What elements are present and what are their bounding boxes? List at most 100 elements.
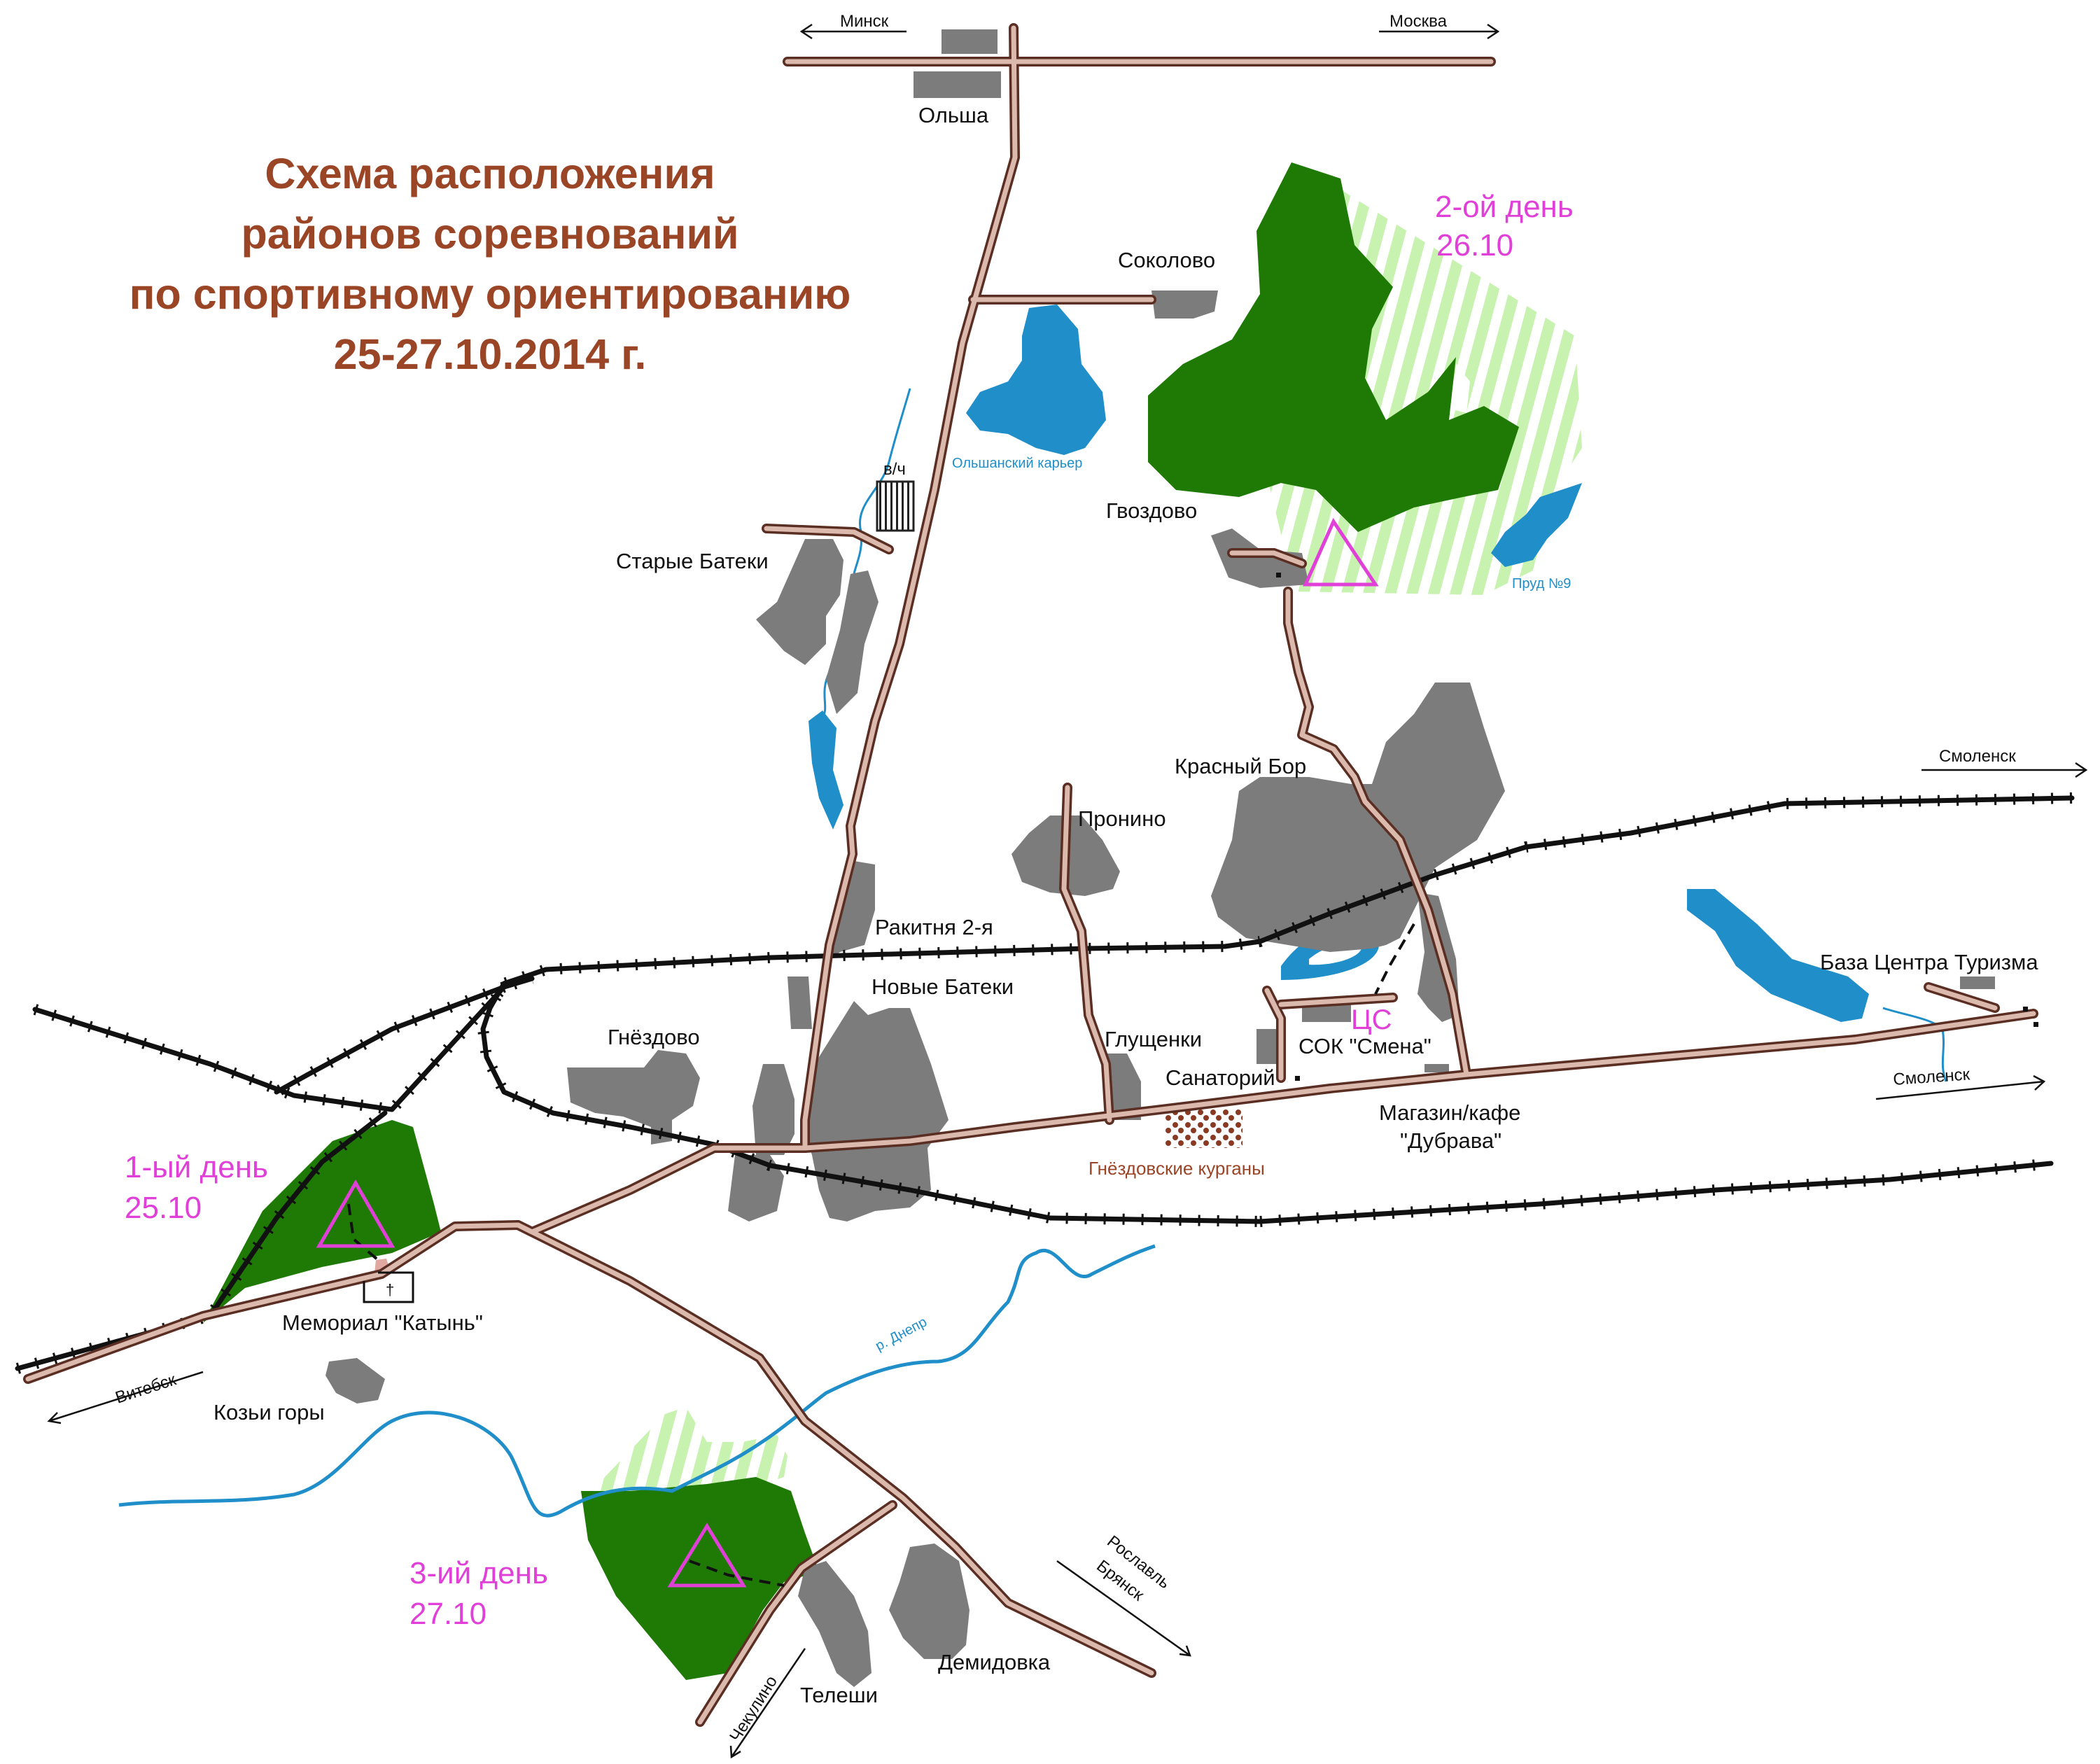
olshansky-karier [966,304,1106,455]
label-minsk: Минск [840,12,889,31]
label-sok-smena: СОК "Смена" [1298,1034,1432,1058]
label-prud: Пруд №9 [1512,576,1571,592]
title-line-2: районов соревнований [241,210,739,258]
label-dnepr: р. Днепр [873,1314,930,1354]
forest-day1 [203,1120,441,1323]
label-moscow: Москва [1390,12,1448,31]
vch-block [876,480,915,532]
day1-date: 25.10 [125,1191,202,1225]
direction-arrow-icon [47,1371,204,1424]
kozi-gory [326,1358,385,1404]
starye-bateki-1 [756,539,844,665]
title-line-4: 25-27.10.2014 г. [333,330,647,378]
label-memorial: Мемориал "Катынь" [282,1310,483,1335]
forest-day2 [1148,161,1582,595]
roads [25,25,2036,1725]
direction-arrows [47,23,2088,1759]
direction-arrow-icon [799,23,906,40]
small-dots [1276,573,2038,1081]
water-bodies [808,304,1869,1022]
start-triangles [316,517,1379,1588]
title-line-3: по спортивному ориентированию [129,270,851,318]
stream-staryebateki [808,710,844,830]
label-karier: Ольшанский карьер [952,456,1082,471]
label-demidovka: Демидовка [938,1650,1051,1674]
label-vch: в/ч [883,460,906,479]
olsha-block-2 [913,71,1001,98]
day1-label: 1-ый день [125,1150,268,1184]
novye-bateki [805,1001,948,1222]
label-smolensk-2: Смоленск [1893,1065,1971,1089]
start-triangle-icon [1303,517,1379,587]
memorial-fence [363,1271,414,1303]
label-gvozdovo: Гвоздово [1106,498,1197,523]
day3-date: 27.10 [410,1597,486,1631]
gnezdovo-2 [728,1155,784,1222]
road-gvozdovo [1229,550,1305,566]
label-sokolovo: Соколово [1118,248,1215,272]
baza-block [1960,976,1995,989]
label-chekulino: Чекулино [726,1672,781,1745]
sokolovo [1152,290,1218,318]
label-magazin-2: "Дубрава" [1400,1128,1502,1153]
direction-arrow-icon [1921,762,2088,778]
demidovka [889,1544,969,1659]
day2-date: 26.10 [1436,228,1513,262]
label-kozi-gory: Козьи горы [214,1400,325,1424]
road-baza [1926,984,1998,1011]
starye-bateki-2 [826,570,878,714]
direction-arrow-icon [1056,1560,1191,1657]
teleshi [798,1561,872,1687]
start-triangle-icon [316,1180,396,1248]
smena-4 [1424,1064,1449,1072]
label-starye-bateki: Старые Батеки [616,549,769,573]
day2-label: 2-ой день [1435,190,1574,224]
road-starye-bateki [764,526,892,552]
map-title: Схема расположения районов соревнований … [42,144,938,384]
forest-day3 [581,1407,819,1680]
olshansky-lake-right [1687,889,1869,1022]
road-olsha-south [802,25,1018,1151]
label-novye-bateki: Новые Батеки [872,974,1014,999]
novye-bateki-small [788,976,812,1029]
label-pronino: Пронино [1078,806,1166,831]
kurgany-area [1166,1110,1242,1148]
label-olsha: Ольша [918,103,989,127]
direction-arrow-icon [729,1648,806,1759]
gnezdovo-1 [752,1064,794,1155]
prud-9 [1491,483,1582,567]
label-cs: ЦС [1351,1004,1392,1035]
road-sok-east [1278,995,1396,1007]
road-roslavl [515,1222,1154,1676]
road-chekulino [697,1502,895,1725]
road-pronino [1061,785,1112,1123]
label-gnezdovo: Гнёздово [608,1025,700,1049]
label-teleshi: Телеши [800,1683,878,1707]
label-magazin-1: Магазин/кафе [1379,1100,1520,1125]
dnepr-river [118,1244,1156,1518]
title-line-1: Схема расположения [265,150,715,197]
rakitnya [830,861,875,959]
label-krasny-bor: Красный Бор [1175,754,1306,778]
road-main-east-west [25,1011,2036,1382]
day3-label: 3-ий день [410,1556,548,1590]
dashed-paths [347,923,1415,1587]
start-triangle-icon [667,1522,747,1588]
label-kurgany: Гнёздовские курганы [1088,1158,1265,1179]
krasny-bor [1211,682,1505,952]
road-sok [1264,988,1284,1081]
label-smolensk-1: Смоленск [1939,747,2016,766]
gvozdovo [1211,528,1309,588]
label-glushchenki: Глущенки [1105,1027,1202,1051]
direction-arrow-icon [1875,1074,2046,1100]
olsha-block-1 [941,29,997,54]
day-labels: 2-ой день 26.10 1-ый день 25.10 3-ий ден… [125,190,1574,1631]
direction-arrow-icon [1379,23,1500,40]
glushchenki [1106,1054,1141,1120]
label-baza: База Центра Туризма [1820,950,2038,974]
memorial-cross-icon: † [386,1281,394,1298]
label-vitebsk: Витебск [113,1370,179,1407]
place-labels: Ольша Соколово Гвоздово в/ч Старые Батек… [214,103,2038,1707]
label-sanatoriy: Санаторий [1166,1065,1275,1090]
